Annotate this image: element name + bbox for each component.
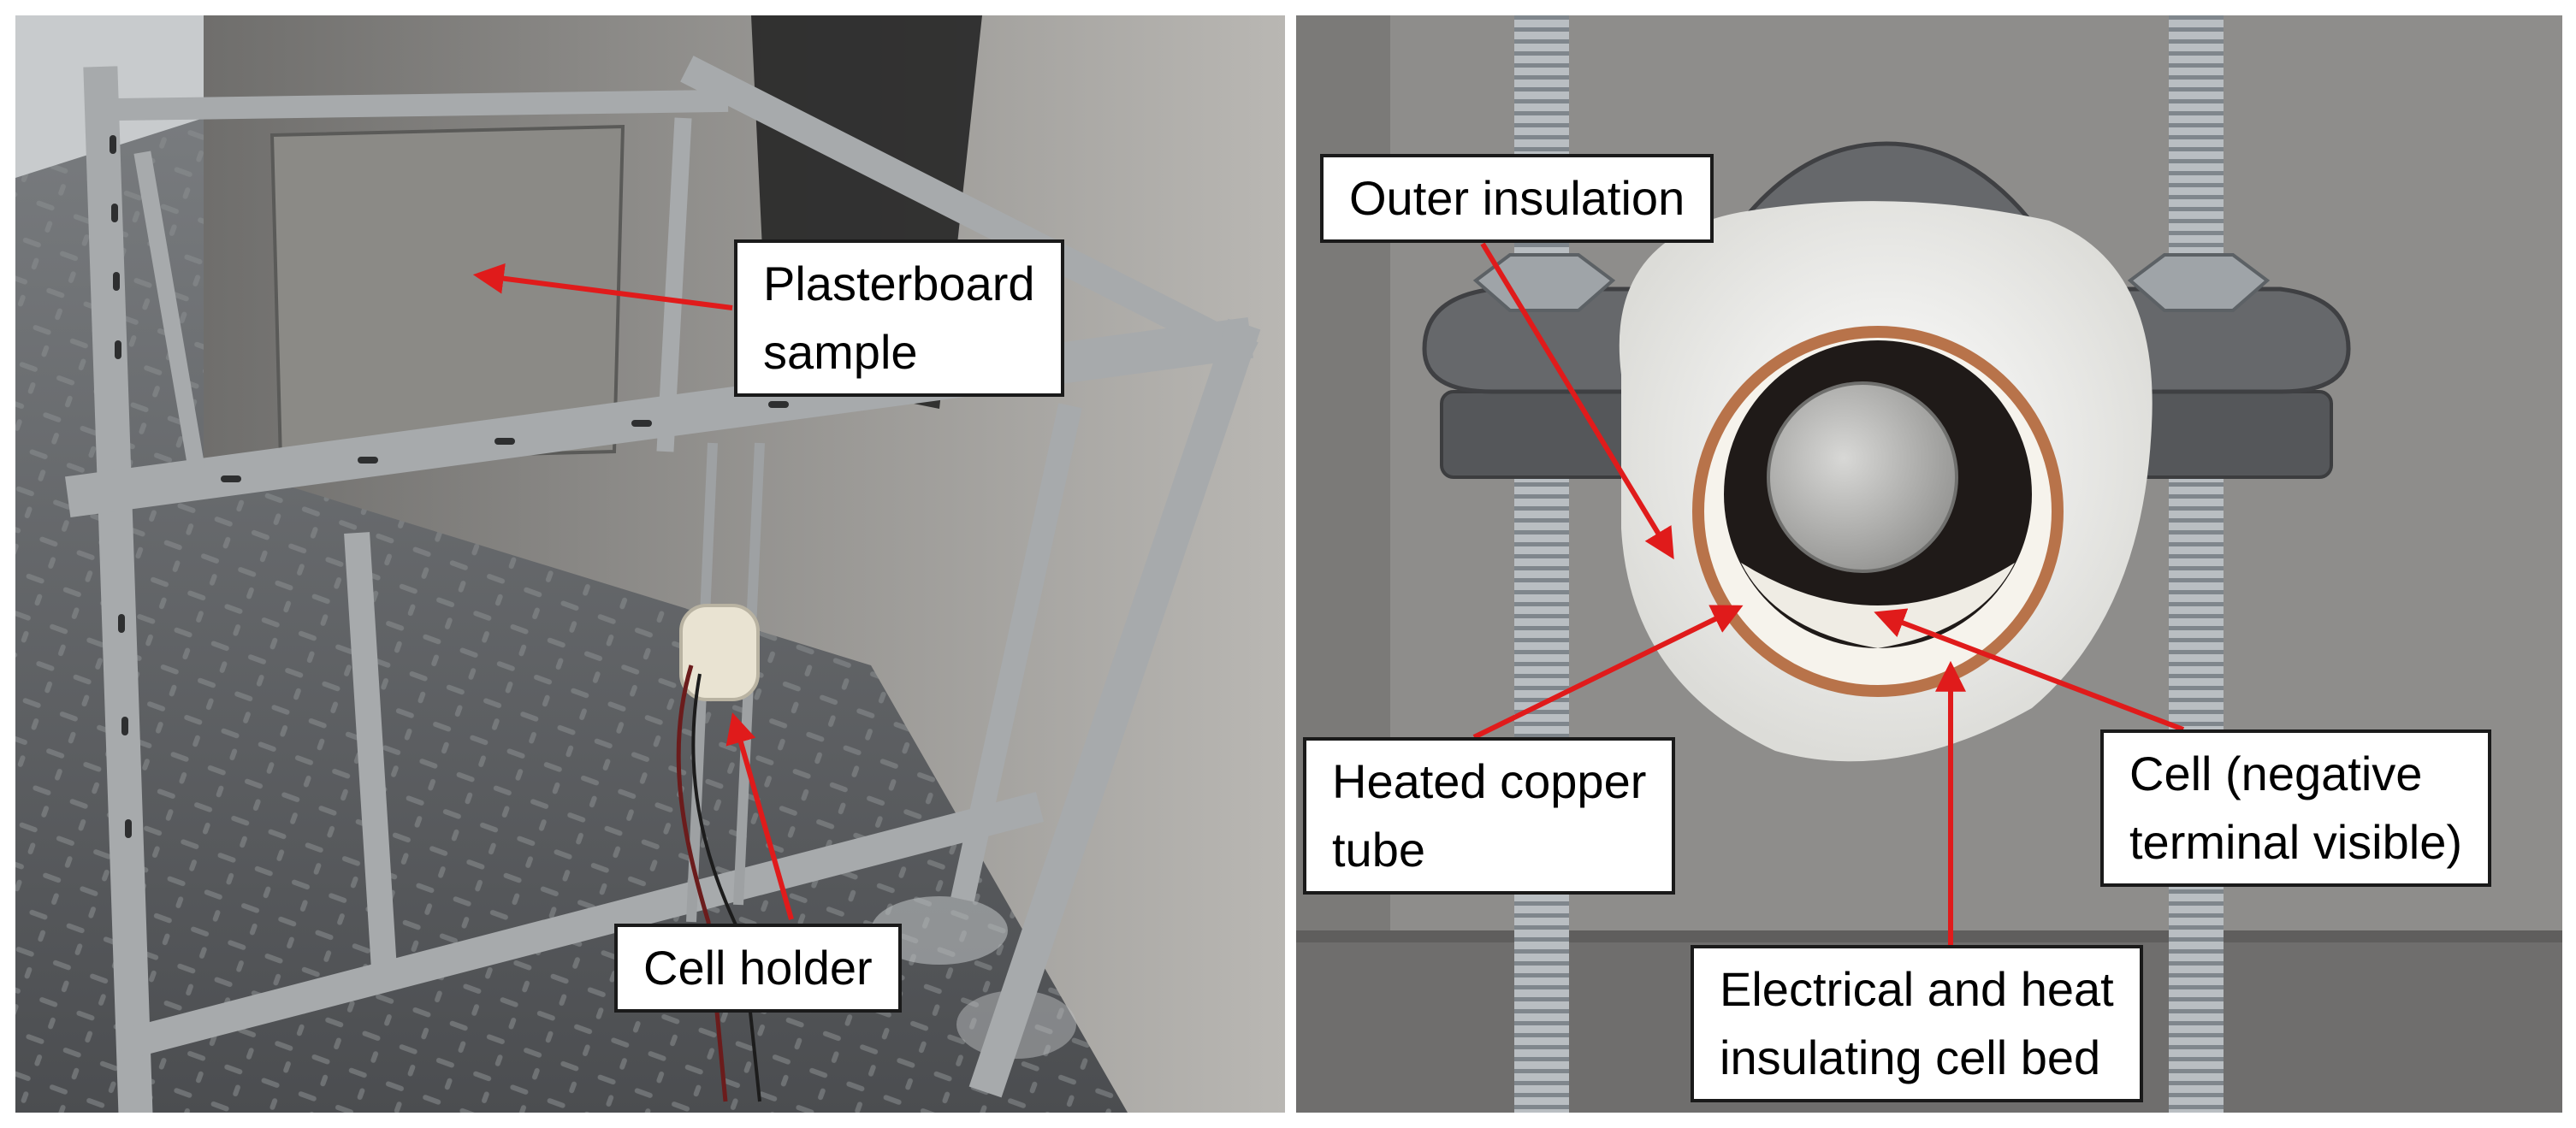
threaded-rod-right xyxy=(2169,15,2224,1113)
cell-negative-terminal xyxy=(1767,381,1958,573)
label-cell-bed: Electrical and heat insulating cell bed xyxy=(1691,945,2143,1102)
label-cell-negative-terminal: Cell (negative terminal visible) xyxy=(2100,729,2491,887)
cell-holder xyxy=(679,604,760,701)
plasterboard-sample xyxy=(269,124,625,463)
label-cell-holder: Cell holder xyxy=(614,924,902,1013)
label-outer-insulation: Outer insulation xyxy=(1320,154,1714,243)
label-heated-copper-tube: Heated copper tube xyxy=(1303,737,1676,895)
label-plasterboard-sample: Plasterboard sample xyxy=(734,239,1064,397)
